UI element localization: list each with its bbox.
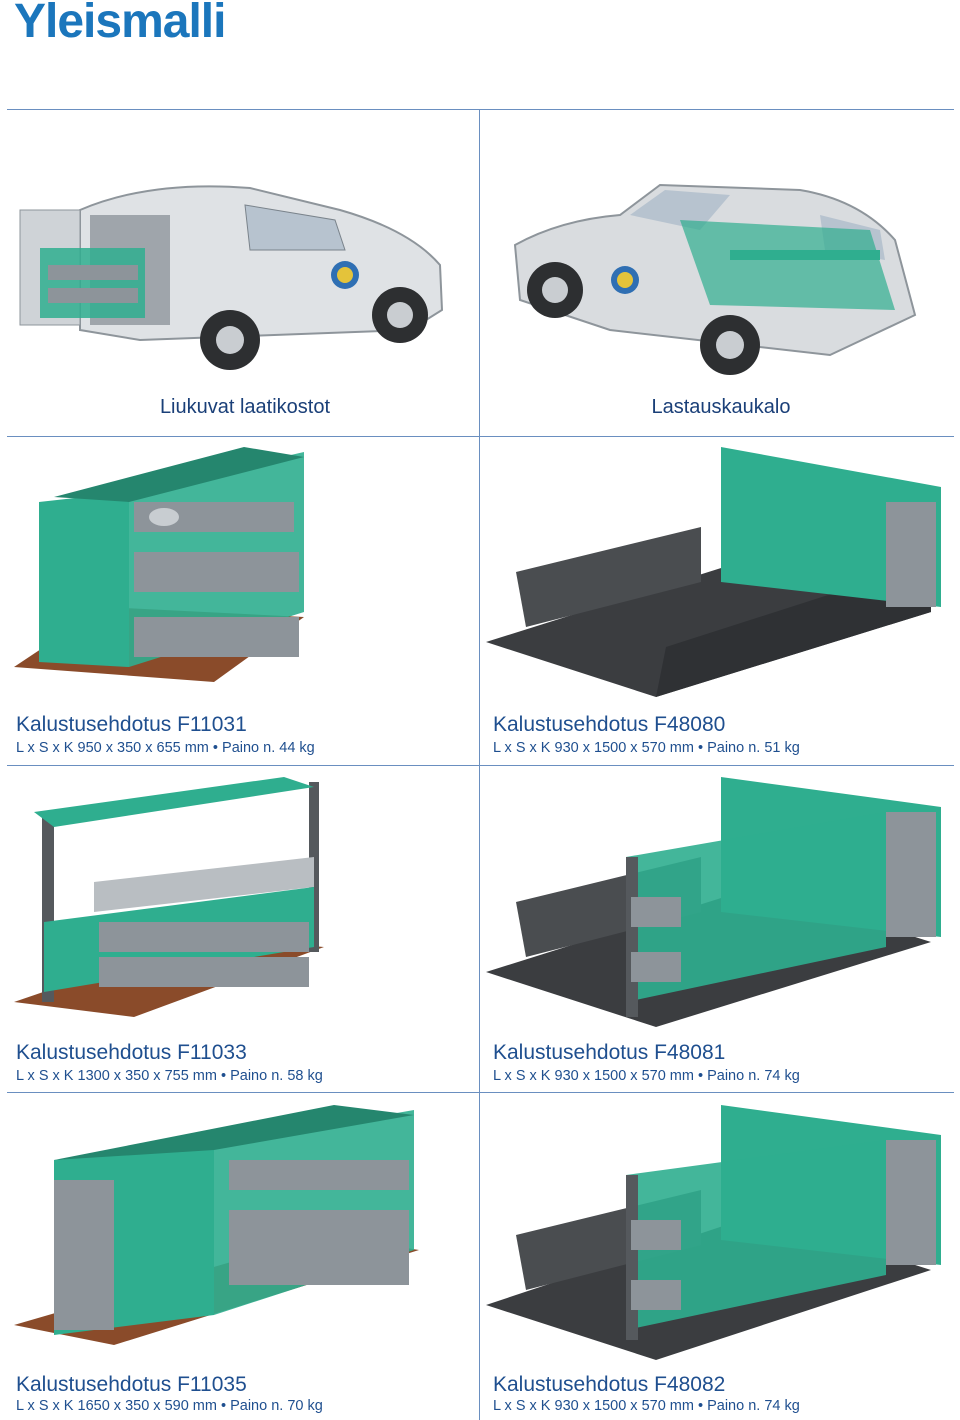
product-image-f48080: [486, 447, 941, 697]
product-spec: L x S x K 930 x 1500 x 570 mm • Paino n.…: [493, 1398, 800, 1414]
product-name: Kalustusehdotus F11033: [16, 1041, 247, 1064]
divider: [7, 765, 954, 766]
product-spec: L x S x K 930 x 1500 x 570 mm • Paino n.…: [493, 740, 800, 756]
product-spec: L x S x K 1300 x 350 x 755 mm • Paino n.…: [16, 1068, 323, 1084]
product-name: Kalustusehdotus F11035: [16, 1373, 247, 1396]
category-caption-drawers: Liukuvat laatikostot: [159, 396, 331, 418]
product-image-f11031: [14, 447, 304, 682]
category-caption-cargo-tray: Lastauskaukalo: [651, 396, 791, 418]
product-spec: L x S x K 950 x 350 x 655 mm • Paino n. …: [16, 740, 315, 756]
divider: [7, 436, 954, 437]
divider: [7, 1092, 954, 1093]
product-name: Kalustusehdotus F48082: [493, 1373, 726, 1396]
product-image-f48081: [486, 777, 941, 1027]
product-image-f11035: [14, 1105, 419, 1345]
page-title: Yleismalli: [14, 0, 226, 48]
product-name: Kalustusehdotus F48080: [493, 713, 726, 736]
product-spec: L x S x K 930 x 1500 x 570 mm • Paino n.…: [493, 1068, 800, 1084]
product-image-f48082: [486, 1105, 941, 1360]
product-name: Kalustusehdotus F48081: [493, 1041, 726, 1064]
product-image-f11033: [14, 777, 324, 1017]
van-illustration: [19, 185, 444, 370]
product-spec: L x S x K 1650 x 350 x 590 mm • Paino n.…: [16, 1398, 323, 1414]
divider: [7, 109, 954, 110]
product-name: Kalustusehdotus F11031: [16, 713, 247, 736]
pickup-illustration: [513, 183, 917, 375]
